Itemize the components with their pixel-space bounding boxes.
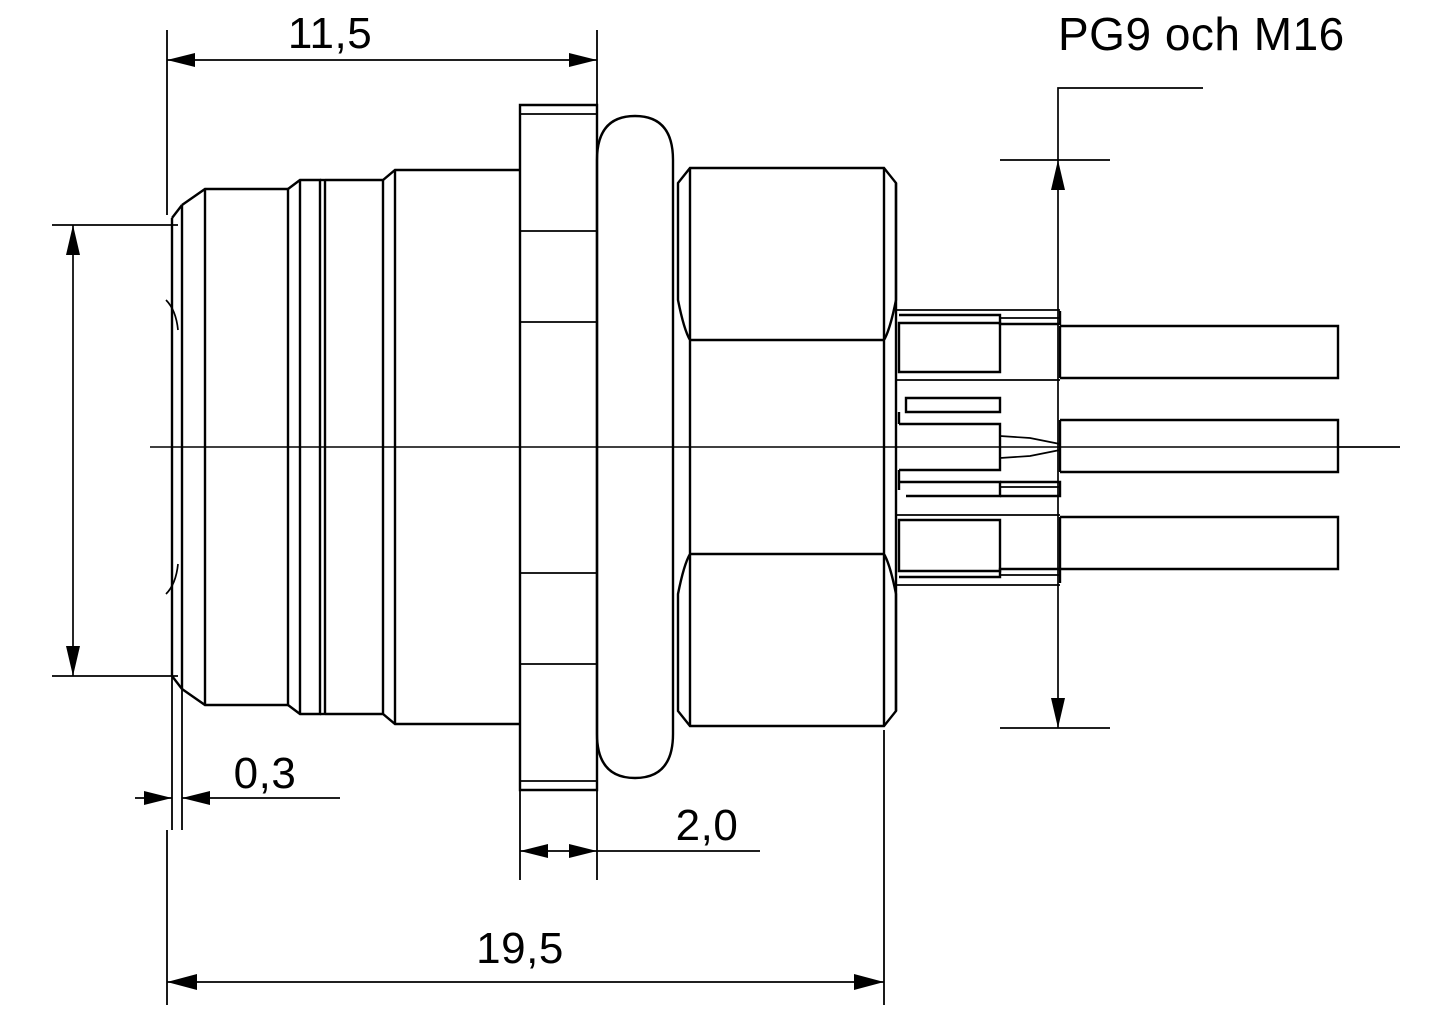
dimension-0-3 [135, 676, 340, 830]
dimension-19-5 [166, 730, 885, 1005]
leader-pg9-m16 [1057, 87, 1203, 160]
connector-body-section-1 [181, 187, 290, 707]
arrow-head-0-3-left [144, 791, 172, 805]
arrow-head-vright-bottom [1051, 698, 1065, 728]
arrow-head-2-0-right [569, 844, 597, 858]
dimension-label-19-5: 19,5 [476, 924, 564, 973]
dimension-label-2-0: 2,0 [676, 801, 739, 850]
arrow-head-vright-top [1051, 160, 1065, 190]
arrow-head-vleft-top [66, 225, 80, 255]
contact-pin-center [897, 396, 1340, 498]
contact-pin-lower [897, 515, 1340, 583]
arrow-head-left [167, 53, 195, 67]
arrow-head-0-3-right [182, 791, 210, 805]
dimension-11-5 [166, 30, 598, 215]
sealing-gasket-oring [595, 114, 675, 780]
arrow-head-right [569, 53, 597, 67]
dimension-2-0 [519, 778, 760, 880]
dimension-vertical-right [1000, 159, 1110, 729]
contact-pin-upper [897, 311, 1340, 380]
dimension-label-11-5: 11,5 [288, 9, 372, 58]
hex-nut-body [676, 166, 898, 728]
label-pg9-m16: PG9 och M16 [1058, 8, 1345, 60]
arrow-head-vleft-bottom [66, 646, 80, 676]
connector-body-section-2 [325, 168, 520, 726]
dimension-vertical-left [52, 224, 178, 677]
arrow-head-19-5-right [854, 974, 884, 990]
connector-left-end-lip [165, 204, 184, 690]
connector-knurl-rings [287, 178, 327, 716]
arrow-head-19-5-left [167, 974, 197, 990]
contact-insulator-block [894, 183, 1060, 711]
dimension-label-0-3: 0,3 [234, 749, 297, 798]
arrow-head-2-0-left [520, 844, 548, 858]
